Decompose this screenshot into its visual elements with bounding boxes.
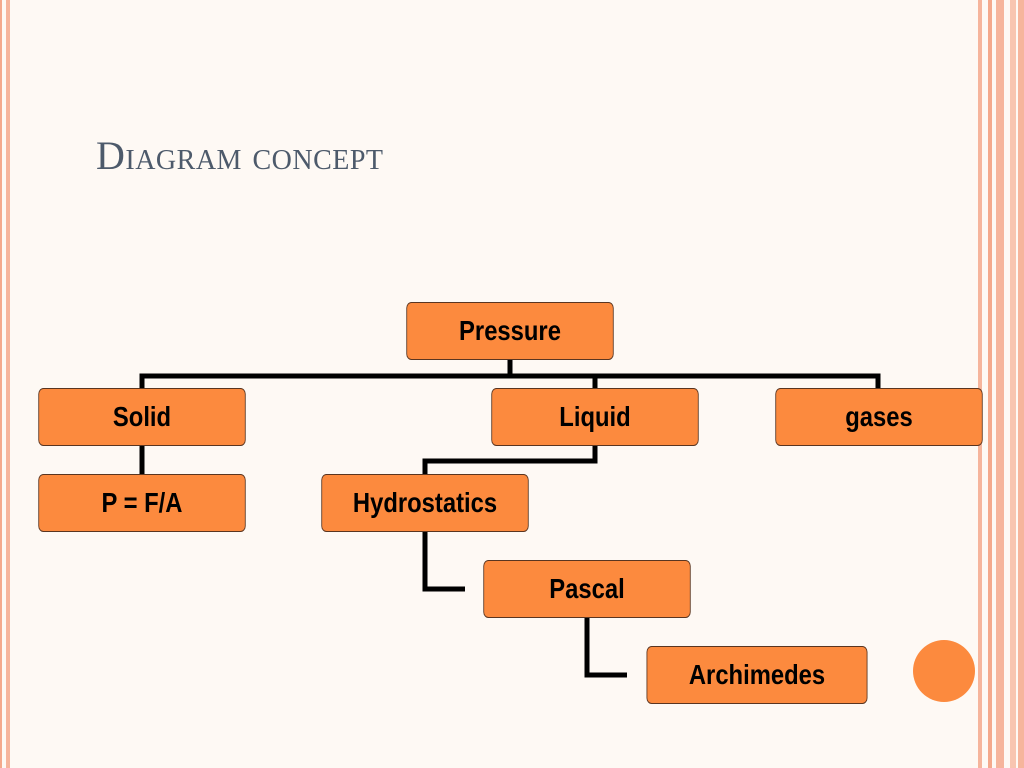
node-label: Pascal xyxy=(549,573,625,604)
node-label: P = F/A xyxy=(101,487,183,518)
node-label: Pressure xyxy=(459,315,561,346)
border-stripe xyxy=(988,0,992,768)
border-stripe xyxy=(1018,0,1024,768)
node-label: gases xyxy=(845,401,913,432)
border-stripe xyxy=(978,0,982,768)
node-archimedes: Archimedes xyxy=(646,646,868,704)
connector-pressure-solid xyxy=(139,373,881,388)
node-liquid: Liquid xyxy=(491,388,699,446)
border-stripe xyxy=(996,0,1004,768)
node-gases: gases xyxy=(775,388,983,446)
connector-hydrostatics-pascal xyxy=(422,532,465,592)
connector-liquid-hydrostatics xyxy=(422,446,598,474)
border-stripe xyxy=(0,0,2,768)
border-stripe xyxy=(1010,0,1016,768)
node-label: Archimedes xyxy=(688,659,826,690)
border-stripe xyxy=(6,0,10,768)
node-hydrostatics: Hydrostatics xyxy=(321,474,529,532)
node-solid: Solid xyxy=(38,388,246,446)
node-formula: P = F/A xyxy=(38,474,246,532)
slide-title: Diagram concept xyxy=(96,133,384,178)
node-pascal: Pascal xyxy=(483,560,691,618)
node-label: Solid xyxy=(112,401,172,432)
node-pressure: Pressure xyxy=(406,302,614,360)
node-label: Hydrostatics xyxy=(352,487,498,518)
connector-pascal-archimedes xyxy=(584,618,627,678)
decorative-circle xyxy=(913,640,975,702)
node-label: Liquid xyxy=(559,401,631,432)
